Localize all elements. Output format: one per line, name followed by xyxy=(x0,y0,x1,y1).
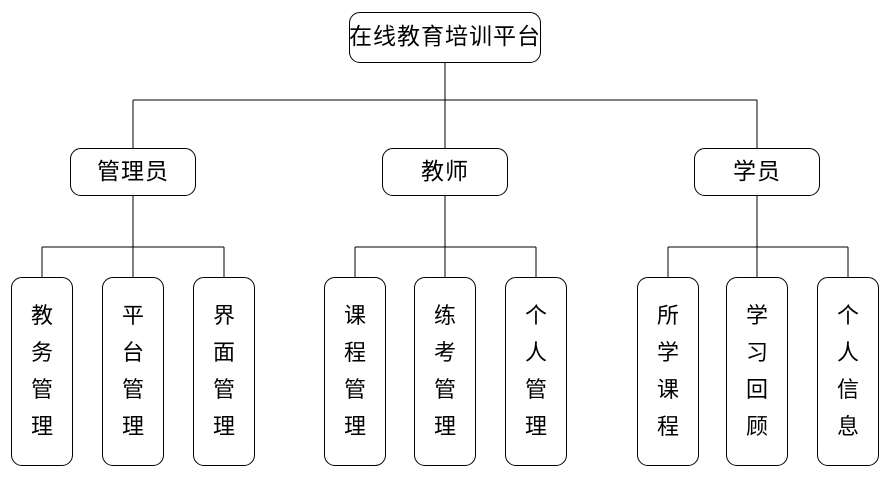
node-admin-interface-label: 界 面 管 理 xyxy=(212,303,235,440)
node-teacher-exam[interactable]: 练 考 管 理 xyxy=(414,277,476,466)
node-teacher-label: 教师 xyxy=(421,158,469,185)
node-student[interactable]: 学员 xyxy=(694,148,820,196)
node-root-label: 在线教育培训平台 xyxy=(349,24,541,50)
node-student-courses-label: 所 学 课 程 xyxy=(656,303,679,440)
node-teacher-exam-label: 练 考 管 理 xyxy=(433,303,456,440)
node-teacher-personal[interactable]: 个 人 管 理 xyxy=(505,277,567,466)
node-student-review[interactable]: 学 习 回 顾 xyxy=(726,277,788,466)
node-student-courses[interactable]: 所 学 课 程 xyxy=(637,277,699,466)
node-student-profile[interactable]: 个 人 信 息 xyxy=(817,277,879,466)
node-root[interactable]: 在线教育培训平台 xyxy=(349,12,541,63)
node-teacher-personal-label: 个 人 管 理 xyxy=(524,303,547,440)
node-admin-interface[interactable]: 界 面 管 理 xyxy=(193,277,255,466)
node-admin-academic[interactable]: 教 务 管 理 xyxy=(11,277,73,466)
node-student-review-label: 学 习 回 顾 xyxy=(745,303,768,440)
node-admin-platform-label: 平 台 管 理 xyxy=(121,303,144,440)
node-teacher-course-label: 课 程 管 理 xyxy=(343,303,366,440)
node-student-profile-label: 个 人 信 息 xyxy=(836,303,859,440)
node-teacher-course[interactable]: 课 程 管 理 xyxy=(324,277,386,466)
node-admin[interactable]: 管理员 xyxy=(70,148,196,196)
node-student-label: 学员 xyxy=(733,158,781,185)
node-admin-academic-label: 教 务 管 理 xyxy=(30,303,53,440)
node-admin-platform[interactable]: 平 台 管 理 xyxy=(102,277,164,466)
node-teacher[interactable]: 教师 xyxy=(382,148,508,196)
node-admin-label: 管理员 xyxy=(97,158,169,185)
